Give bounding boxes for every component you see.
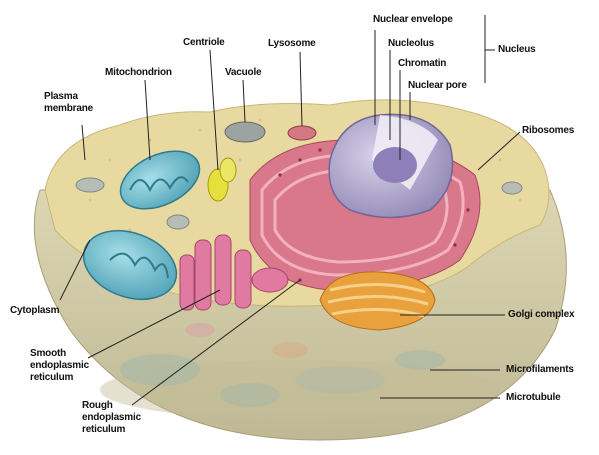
label-vacuole: Vacuole	[225, 67, 261, 79]
label-nucleus: Nucleus	[498, 44, 536, 56]
lysosome-shape	[288, 126, 316, 140]
label-microtubule: Microtubule	[506, 392, 560, 404]
label-cytoplasm: Cytoplasm	[10, 305, 59, 317]
label-rough-er: Rough endoplasmic reticulum	[82, 400, 141, 436]
nucleus	[329, 114, 452, 217]
label-nuclear-pore: Nuclear pore	[408, 80, 467, 92]
nucleolus-shape	[373, 147, 417, 183]
label-nuclear-envelope: Nuclear envelope	[373, 14, 453, 26]
label-mitochondrion: Mitochondrion	[105, 67, 172, 79]
vacuole-shape	[225, 122, 265, 142]
label-ribosomes: Ribosomes	[522, 125, 574, 137]
label-plasma-membrane: Plasma membrane	[44, 91, 93, 115]
label-nucleolus: Nucleolus	[388, 38, 434, 50]
label-golgi-complex: Golgi complex	[508, 309, 574, 321]
label-centriole: Centriole	[183, 37, 225, 49]
label-lysosome: Lysosome	[268, 38, 316, 50]
label-smooth-er: Smooth endoplasmic reticulum	[30, 348, 89, 384]
label-chromatin: Chromatin	[398, 58, 446, 70]
label-microfilaments: Microfilaments	[506, 364, 574, 376]
